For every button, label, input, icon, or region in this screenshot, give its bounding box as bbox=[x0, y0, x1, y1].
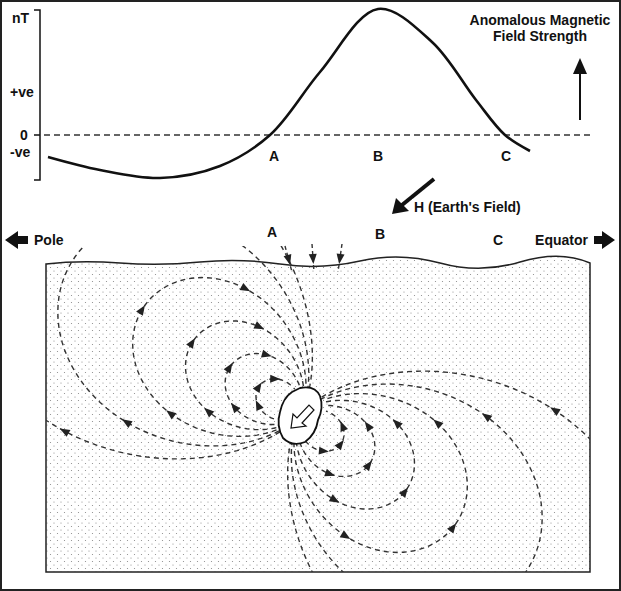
axis-sign: +ve bbox=[8, 84, 36, 100]
field-arrowhead bbox=[399, 485, 411, 498]
field-label: H (Earth's Field) bbox=[412, 199, 523, 215]
field-line bbox=[46, 246, 312, 459]
anomaly-curve-line bbox=[48, 9, 530, 178]
field-arrowhead bbox=[324, 469, 336, 480]
axis-zero: 0 bbox=[18, 127, 30, 143]
field-arrowhead bbox=[363, 458, 375, 471]
field-arrowhead bbox=[548, 404, 561, 416]
field-line bbox=[288, 371, 590, 572]
surface-point: B bbox=[373, 226, 387, 242]
field-arrowhead bbox=[480, 410, 493, 422]
field-arrowhead bbox=[447, 521, 459, 534]
field-arrowhead bbox=[253, 321, 265, 333]
profile-point: A bbox=[267, 148, 281, 164]
field-arrowhead bbox=[340, 530, 353, 542]
field-arrowhead bbox=[270, 375, 280, 383]
field-arrowhead bbox=[337, 420, 348, 432]
zero-line bbox=[44, 134, 592, 135]
field-arrowhead bbox=[335, 253, 344, 264]
field-arrowhead bbox=[253, 380, 265, 393]
up-arrow bbox=[573, 58, 587, 120]
axis-unit: nT bbox=[10, 10, 31, 26]
ground-section bbox=[46, 256, 590, 572]
field-arrowhead bbox=[319, 447, 330, 456]
magnetic-body bbox=[279, 387, 322, 443]
field-arrowhead bbox=[329, 494, 342, 506]
field-arrowhead bbox=[164, 407, 177, 419]
equator-arrow bbox=[594, 231, 615, 249]
field-arrowhead bbox=[120, 416, 133, 428]
profile-point: B bbox=[371, 148, 385, 164]
axis-title: Anomalous Magnetic Field Strength bbox=[463, 12, 617, 44]
field-arrowhead bbox=[261, 350, 273, 360]
surface-point: C bbox=[491, 232, 505, 248]
direction-label: Pole bbox=[32, 232, 66, 248]
field-arrowhead bbox=[335, 438, 347, 451]
field-arrowhead bbox=[362, 419, 374, 432]
field-arrowhead bbox=[284, 254, 294, 266]
anomaly-curve bbox=[48, 9, 530, 178]
field-lines bbox=[46, 246, 590, 572]
field-arrowhead bbox=[309, 254, 318, 265]
field-arrowhead bbox=[252, 399, 264, 411]
field-line bbox=[58, 246, 309, 446]
field-arrowhead bbox=[239, 283, 252, 295]
profile-point: C bbox=[499, 148, 513, 164]
field-arrowhead bbox=[186, 336, 198, 349]
pole-arrow bbox=[5, 231, 28, 249]
field-arrowhead bbox=[136, 303, 148, 316]
field-arrowhead bbox=[390, 416, 403, 429]
field-line bbox=[291, 384, 542, 572]
axis-sign: -ve bbox=[8, 144, 32, 160]
field-arrowhead bbox=[228, 400, 241, 413]
field-arrowhead bbox=[431, 416, 444, 429]
direction-label: Equator bbox=[533, 232, 590, 248]
surface-point: A bbox=[265, 224, 279, 240]
field-arrowhead bbox=[201, 405, 214, 418]
field-arrowhead bbox=[224, 361, 236, 374]
field-arrowhead bbox=[58, 425, 71, 437]
